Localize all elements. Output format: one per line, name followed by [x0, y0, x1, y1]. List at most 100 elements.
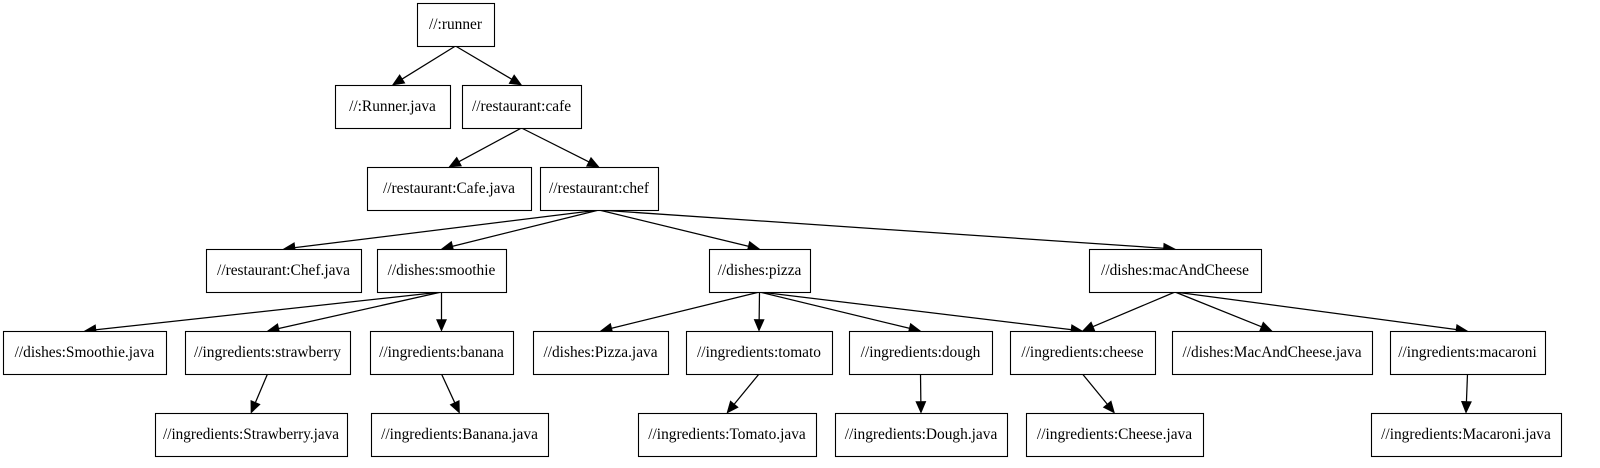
node-box[interactable]: [685, 330, 834, 376]
node-box[interactable]: [205, 248, 363, 294]
graph-node-ing_cheese[interactable]: //ingredients:cheese: [1009, 330, 1157, 376]
node-label: //:Runner.java: [349, 98, 436, 115]
graph-edge: [282, 209, 600, 253]
edge-arrowhead-icon: [250, 400, 261, 414]
node-box[interactable]: [1009, 330, 1157, 376]
graph-edge: [436, 292, 447, 332]
node-box[interactable]: [1370, 412, 1563, 458]
node-box[interactable]: [637, 412, 818, 458]
node-box[interactable]: [532, 330, 670, 376]
graph-edge: [598, 209, 761, 252]
graph-node-dough_java[interactable]: //ingredients:Dough.java: [834, 412, 1009, 458]
graph-node-dishes_smoothie[interactable]: //dishes:smoothie: [376, 248, 508, 294]
node-label: //ingredients:Dough.java: [845, 426, 998, 443]
node-box[interactable]: [708, 248, 812, 294]
graph-node-strawberry_java[interactable]: //ingredients:Strawberry.java: [154, 412, 349, 458]
graph-node-cheese_java[interactable]: //ingredients:Cheese.java: [1025, 412, 1205, 458]
node-label: //dishes:macAndCheese: [1101, 262, 1249, 279]
node-box[interactable]: [370, 412, 550, 458]
node-box[interactable]: [848, 330, 994, 376]
edge-line: [95, 291, 442, 331]
node-box[interactable]: [369, 330, 515, 376]
edge-line: [521, 127, 590, 163]
graph-node-macaroni_java[interactable]: //ingredients:Macaroni.java: [1370, 412, 1563, 458]
graph-edge: [391, 45, 456, 86]
graph-node-smoothie_java[interactable]: //dishes:Smoothie.java: [2, 330, 168, 376]
node-box[interactable]: [834, 412, 1009, 458]
edge-line: [1174, 291, 1457, 331]
node-box[interactable]: [2, 330, 168, 376]
graph-edge: [440, 373, 460, 414]
graph-node-dishes_pizza[interactable]: //dishes:pizza: [708, 248, 812, 294]
edge-line: [401, 45, 456, 80]
graph-node-ing_strawberry[interactable]: //ingredients:strawberry: [184, 330, 352, 376]
graph-node-runner_java[interactable]: //:Runner.java: [334, 84, 452, 130]
edge-arrowhead-icon: [1081, 321, 1096, 332]
edge-arrowhead-icon: [915, 401, 927, 414]
graph-edge: [250, 373, 269, 414]
node-label: //ingredients:tomato: [697, 344, 821, 361]
graph-node-restaurant_chef[interactable]: //restaurant:chef: [539, 166, 660, 212]
graph-edge: [1174, 291, 1469, 335]
graph-node-ing_dough[interactable]: //ingredients:dough: [848, 330, 994, 376]
edge-arrowhead-icon: [391, 74, 406, 86]
edge-arrowhead-icon: [448, 156, 462, 168]
edge-line: [598, 209, 749, 247]
graph-edge: [521, 127, 600, 168]
node-box[interactable]: [1389, 330, 1547, 376]
edge-line: [278, 291, 442, 330]
node-box[interactable]: [1025, 412, 1205, 458]
edge-line: [1092, 291, 1176, 328]
graph-node-ing_tomato[interactable]: //ingredients:tomato: [685, 330, 834, 376]
node-box[interactable]: [154, 412, 349, 458]
node-label: //restaurant:cafe: [472, 98, 571, 115]
edge-line: [598, 209, 1164, 249]
edge-line: [440, 373, 456, 403]
node-label: //restaurant:chef: [549, 180, 650, 197]
node-label: //ingredients:Cheese.java: [1037, 426, 1192, 443]
edge-line: [455, 45, 512, 80]
node-box[interactable]: [1171, 330, 1374, 376]
edge-line: [254, 373, 269, 403]
node-box[interactable]: [376, 248, 508, 294]
graph-node-cafe_java[interactable]: //restaurant:Cafe.java: [366, 166, 533, 212]
node-box[interactable]: [184, 330, 352, 376]
graph-edge: [448, 127, 522, 168]
edge-line: [452, 209, 600, 247]
node-label: //ingredients:Strawberry.java: [163, 426, 339, 443]
graph-edge: [726, 373, 760, 414]
graph-node-pizza_java[interactable]: //dishes:Pizza.java: [532, 330, 670, 376]
node-label: //ingredients:cheese: [1021, 344, 1143, 361]
graph-node-banana_java[interactable]: //ingredients:Banana.java: [370, 412, 550, 458]
node-box[interactable]: [461, 84, 583, 130]
node-label: //ingredients:Tomato.java: [648, 426, 806, 443]
node-label: //dishes:MacAndCheese.java: [1182, 344, 1361, 361]
edge-arrowhead-icon: [586, 156, 600, 168]
node-box[interactable]: [416, 2, 496, 48]
graph-node-restaurant_cafe[interactable]: //restaurant:cafe: [461, 84, 583, 130]
node-label: //ingredients:macaroni: [1398, 344, 1536, 361]
node-label: //ingredients:banana: [379, 344, 504, 361]
node-label: //dishes:Smoothie.java: [15, 344, 155, 361]
graph-node-tomato_java[interactable]: //ingredients:Tomato.java: [637, 412, 818, 458]
graph-node-chef_java[interactable]: //restaurant:Chef.java: [205, 248, 363, 294]
edge-line: [294, 209, 600, 249]
graph-node-runner[interactable]: //:runner: [416, 2, 496, 48]
graph-node-dishes_mac[interactable]: //dishes:macAndCheese: [1088, 248, 1263, 294]
graph-edge: [759, 291, 1084, 336]
node-box[interactable]: [366, 166, 533, 212]
edge-arrowhead-icon: [1461, 401, 1472, 414]
node-box[interactable]: [334, 84, 452, 130]
graph-edge: [1081, 291, 1176, 332]
node-label: //dishes:smoothie: [388, 262, 496, 279]
node-label: //restaurant:Cafe.java: [383, 180, 515, 197]
node-box[interactable]: [1088, 248, 1263, 294]
node-box[interactable]: [539, 166, 660, 212]
graph-node-ing_macaroni[interactable]: //ingredients:macaroni: [1389, 330, 1547, 376]
graph-node-mac_java[interactable]: //dishes:MacAndCheese.java: [1171, 330, 1374, 376]
graph-edge: [440, 209, 600, 252]
graph-node-ing_banana[interactable]: //ingredients:banana: [369, 330, 515, 376]
node-label: //:runner: [429, 16, 482, 33]
graph-edge: [266, 291, 442, 334]
